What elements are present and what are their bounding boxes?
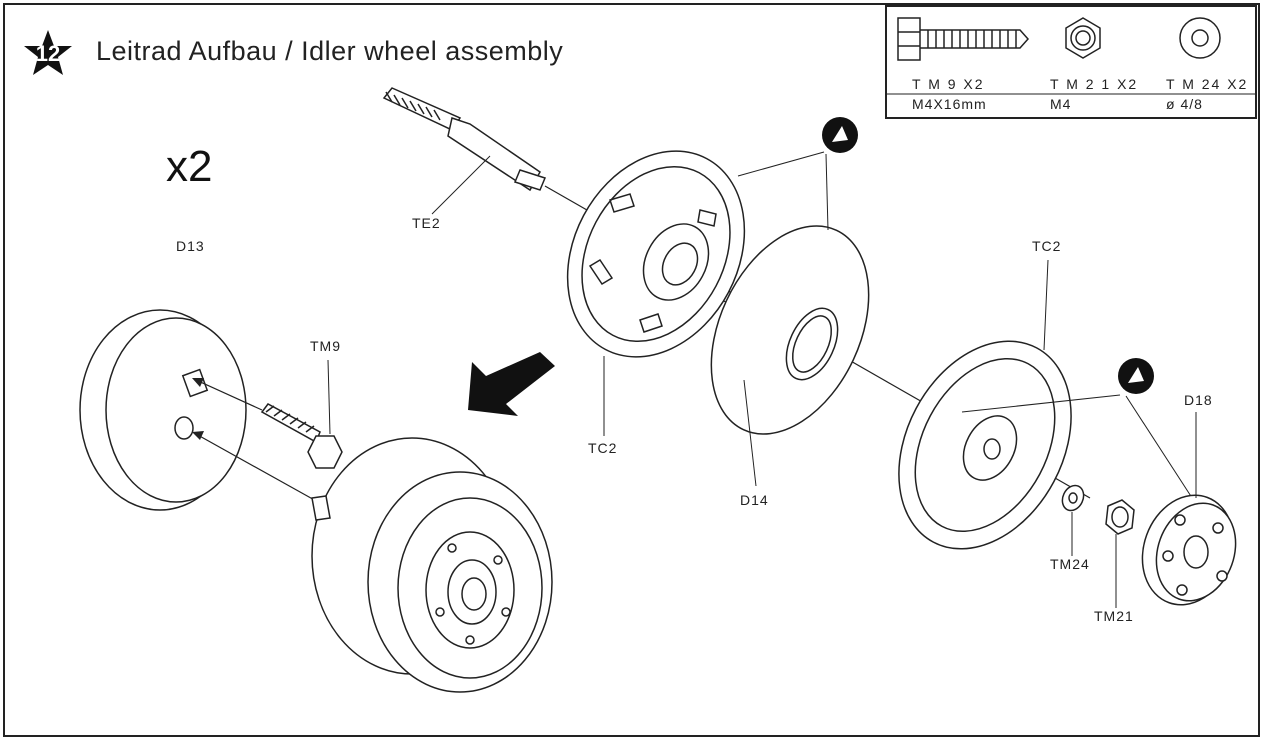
washer-icon xyxy=(1179,17,1221,59)
direction-arrow-icon xyxy=(468,352,555,416)
step-number: 12 xyxy=(35,41,61,66)
washer-tm24 xyxy=(1061,484,1085,512)
sprocket-tc2-right xyxy=(898,340,1072,550)
star-badge-icon xyxy=(24,30,72,75)
badge-right-leader-1 xyxy=(961,394,1121,413)
screw-arrow-head xyxy=(192,378,204,387)
axle-arrow-head xyxy=(192,431,204,440)
page-border xyxy=(3,3,1260,737)
tc2-right-leader xyxy=(1043,259,1049,351)
label-d18: D18 xyxy=(1184,392,1213,408)
label-tm24: TM24 xyxy=(1050,556,1090,572)
legend-code-screw: T M 9 X2 xyxy=(912,76,985,92)
screw-arrow-line xyxy=(195,379,263,411)
badge-leader-2 xyxy=(825,153,829,231)
label-d13: D13 xyxy=(176,238,205,254)
hub-cap-d18 xyxy=(1141,494,1237,606)
brand-badge-icon xyxy=(822,117,858,153)
brand-badge-icon-2 xyxy=(1118,358,1154,394)
legend-spec-washer: ø 4/8 xyxy=(1166,96,1203,112)
screw-tm9 xyxy=(260,403,343,469)
legend-spec-screw: M4X16mm xyxy=(912,96,987,112)
te2-leader xyxy=(431,155,491,215)
legend-spec-nut: M4 xyxy=(1050,96,1072,112)
label-tm21: TM21 xyxy=(1094,608,1134,624)
quantity-label: x2 xyxy=(166,142,213,191)
label-te2: TE2 xyxy=(412,215,441,231)
axle-arrow-line xyxy=(195,433,319,503)
badge-leader-1 xyxy=(737,151,825,177)
label-tc2-right: TC2 xyxy=(1032,238,1062,254)
hex-nut-icon xyxy=(1065,17,1101,59)
legend-box xyxy=(885,5,1257,119)
tm9-leader xyxy=(327,359,331,435)
page-title: Leitrad Aufbau / Idler wheel assembly xyxy=(96,36,564,66)
wheel-d13 xyxy=(79,309,247,511)
label-tc2-left: TC2 xyxy=(588,440,618,456)
d14-leader xyxy=(743,379,757,487)
screw-icon xyxy=(897,17,1030,61)
legend-code-nut: T M 2 1 X2 xyxy=(1050,76,1139,92)
step-number-badge: 12 xyxy=(22,28,74,80)
rubber-ring-d14 xyxy=(710,225,870,435)
sprocket-tc2-left xyxy=(566,150,746,358)
axle-shaft xyxy=(382,87,547,192)
label-tm9: TM9 xyxy=(310,338,341,354)
label-d14: D14 xyxy=(740,492,769,508)
legend-code-washer: T M 24 X2 xyxy=(1166,76,1249,92)
badge-right-leader-2 xyxy=(1125,395,1197,505)
assembled-idler-wheel xyxy=(311,437,553,693)
nut-tm21 xyxy=(1105,499,1135,535)
